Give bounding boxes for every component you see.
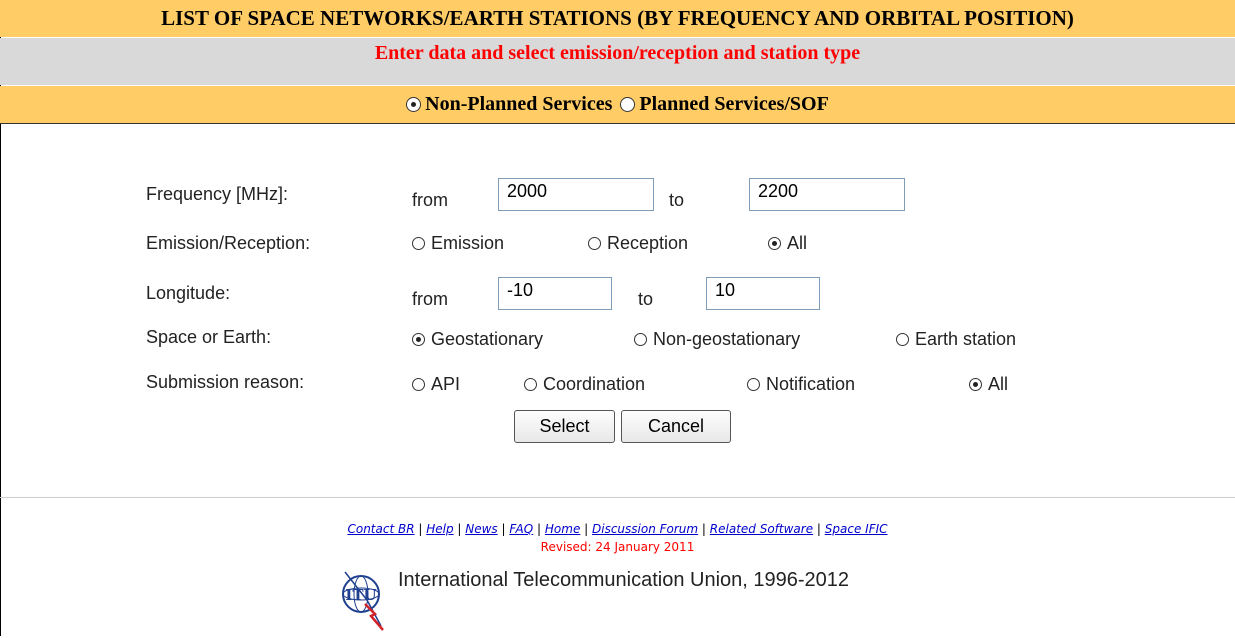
coordination-option[interactable]: Coordination (524, 374, 645, 395)
non-planned-services-radio[interactable]: Non-Planned Services (406, 93, 612, 116)
link-separator: | (414, 522, 427, 536)
notification-option[interactable]: Notification (747, 374, 855, 395)
page-title: LIST OF SPACE NETWORKS/EARTH STATIONS (B… (0, 0, 1235, 37)
instruction-text: Enter data and select emission/reception… (0, 38, 1235, 85)
non-planned-services-label: Non-Planned Services (425, 93, 613, 115)
submission-all-option[interactable]: All (969, 374, 1008, 395)
link-separator: | (580, 522, 592, 536)
emission-option-label: Emission (431, 233, 505, 253)
radio-button[interactable] (747, 378, 760, 391)
longitude-to-word: to (638, 289, 654, 309)
link-separator: | (813, 522, 825, 536)
frequency-from-word: from (412, 190, 448, 210)
emission-reception-label: Emission/Reception: (146, 233, 311, 253)
earth-station-option[interactable]: Earth station (896, 329, 1016, 350)
link-separator: | (533, 522, 545, 536)
frequency-to-input[interactable] (749, 178, 905, 211)
footer-link-space-ific[interactable]: Space IFIC (824, 522, 888, 536)
reception-option[interactable]: Reception (588, 233, 688, 254)
footer-link-contact-br[interactable]: Contact BR (347, 522, 415, 536)
radio-button[interactable] (588, 237, 601, 250)
copyright-text: International Telecommunication Union, 1… (398, 569, 850, 591)
radio-button[interactable] (412, 378, 425, 391)
itu-logo-text: ITU (345, 586, 376, 604)
submission-reason-label: Submission reason: (146, 372, 305, 392)
select-button[interactable]: Select (514, 410, 615, 443)
footer-link-help[interactable]: Help (426, 522, 454, 536)
reception-option-label: Reception (607, 233, 689, 253)
footer-link-home[interactable]: Home (544, 522, 581, 536)
radio-button[interactable] (620, 97, 636, 112)
api-option-label: API (431, 374, 461, 394)
geostationary-option-label: Geostationary (431, 329, 544, 349)
footer-link-news[interactable]: News (465, 522, 498, 536)
cancel-button[interactable]: Cancel (621, 410, 731, 443)
radio-button-selected[interactable] (768, 237, 781, 250)
geostationary-option[interactable]: Geostationary (412, 329, 543, 350)
non-geostationary-option[interactable]: Non-geostationary (634, 329, 800, 350)
link-separator: | (453, 522, 466, 536)
planned-services-label: Planned Services/SOF (639, 93, 829, 115)
earth-station-option-label: Earth station (915, 329, 1017, 349)
non-geostationary-option-label: Non-geostationary (653, 329, 801, 349)
longitude-from-input[interactable] (498, 277, 612, 310)
footer-link-discussion-forum[interactable]: Discussion Forum (592, 522, 699, 536)
radio-button-selected[interactable] (412, 333, 425, 346)
radio-button-selected[interactable] (969, 378, 982, 391)
itu-logo-icon: ITU (342, 571, 384, 631)
emission-all-option-label: All (787, 233, 808, 253)
radio-button[interactable] (634, 333, 647, 346)
radio-button[interactable] (412, 237, 425, 250)
frequency-to-word: to (669, 190, 685, 210)
service-mode-selector: Non-Planned Services Planned Services/SO… (0, 86, 1235, 124)
coordination-option-label: Coordination (543, 374, 646, 394)
longitude-to-input[interactable] (706, 277, 820, 310)
footer-link-related-software[interactable]: Related Software (709, 522, 814, 536)
longitude-from-word: from (412, 289, 448, 309)
space-or-earth-label: Space or Earth: (146, 327, 272, 347)
radio-button-selected[interactable] (406, 97, 422, 112)
emission-option[interactable]: Emission (412, 233, 504, 254)
notification-option-label: Notification (766, 374, 856, 394)
radio-button[interactable] (524, 378, 537, 391)
footer-divider (0, 497, 1235, 498)
revised-date: Revised: 24 January 2011 (540, 540, 695, 554)
planned-services-radio[interactable]: Planned Services/SOF (620, 93, 829, 116)
submission-all-option-label: All (988, 374, 1009, 394)
emission-all-option[interactable]: All (768, 233, 807, 254)
longitude-label: Longitude: (146, 283, 231, 303)
link-separator: | (698, 522, 710, 536)
frequency-label: Frequency [MHz]: (146, 184, 289, 204)
radio-button[interactable] (896, 333, 909, 346)
link-separator: | (497, 522, 510, 536)
frequency-from-input[interactable] (498, 178, 654, 211)
api-option[interactable]: API (412, 374, 460, 395)
footer-link-faq[interactable]: FAQ (509, 522, 534, 536)
footer-links: Contact BR | Help | News | FAQ | Home | … (0, 522, 1235, 536)
